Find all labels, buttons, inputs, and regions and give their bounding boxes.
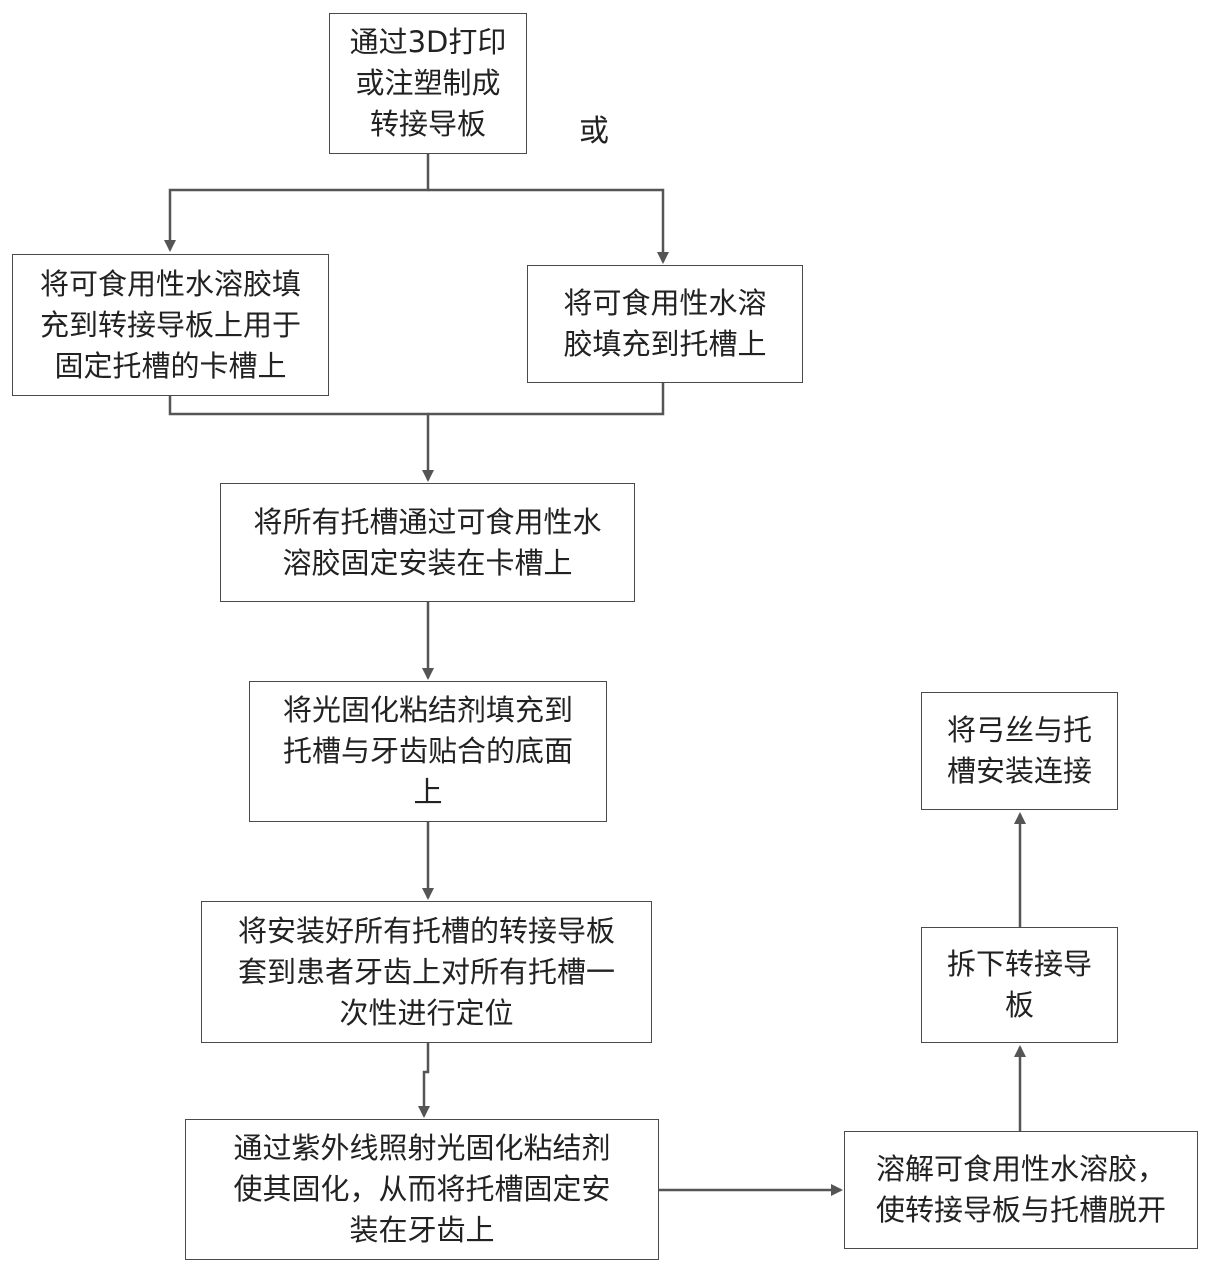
or-label: 或 [579, 106, 609, 150]
node-fill-bracket: 将可食用性水溶胶填充到托槽上 [527, 265, 803, 383]
node-uv-cure: 通过紫外线照射光固化粘结剂使其固化，从而将托槽固定安装在牙齿上 [185, 1119, 659, 1260]
node-dissolve-gel: 溶解可食用性水溶胶，使转接导板与托槽脱开 [844, 1131, 1198, 1249]
arrow-make-to-fill-bracket [428, 190, 663, 262]
arrow-fill-bracket-to-mount [428, 383, 663, 414]
arrow-make-to-fill-slot [170, 153, 428, 250]
node-install-wire: 将弓丝与托槽安装连接 [921, 692, 1118, 810]
arrow-position-to-cure [424, 1043, 428, 1116]
node-position-brackets: 将安装好所有托槽的转接导板套到患者牙齿上对所有托槽一次性进行定位 [201, 901, 652, 1043]
arrow-fill-slot-to-mount [170, 395, 428, 480]
node-make-guide-plate: 通过3D打印或注塑制成转接导板 [329, 13, 527, 154]
node-mount-brackets: 将所有托槽通过可食用性水溶胶固定安装在卡槽上 [220, 483, 635, 602]
node-fill-adhesive: 将光固化粘结剂填充到托槽与牙齿贴合的底面上 [249, 681, 607, 822]
node-remove-guide: 拆下转接导板 [921, 927, 1118, 1043]
node-fill-slot: 将可食用性水溶胶填充到转接导板上用于固定托槽的卡槽上 [12, 254, 329, 396]
